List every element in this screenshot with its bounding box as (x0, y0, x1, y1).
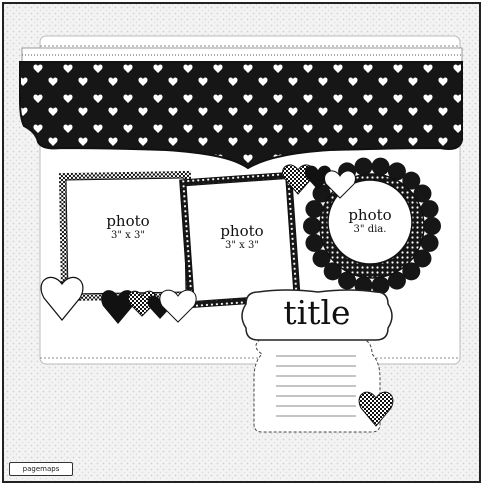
photo-label-text-3: photo (330, 208, 410, 223)
photo-label-1: photo 3" x 3" (88, 214, 168, 241)
photo-size-text-2: 3" x 3" (202, 241, 282, 251)
photo-size-text-1: 3" x 3" (88, 231, 168, 241)
scallop-bump (354, 158, 372, 176)
photo-label-2: photo 3" x 3" (202, 224, 282, 251)
photo-label-text-1: photo (88, 214, 168, 229)
photo-size-text-3: 3" dia. (330, 225, 410, 235)
journal-tag (254, 338, 380, 432)
brand-tab: pagemaps (9, 462, 73, 476)
photo-label-text-2: photo (202, 224, 282, 239)
scallop-bump (303, 217, 321, 235)
photo-label-3: photo 3" dia. (330, 208, 410, 235)
scallop-bump (423, 217, 441, 235)
title-label: title (262, 296, 372, 329)
scallop-bump (372, 158, 390, 176)
